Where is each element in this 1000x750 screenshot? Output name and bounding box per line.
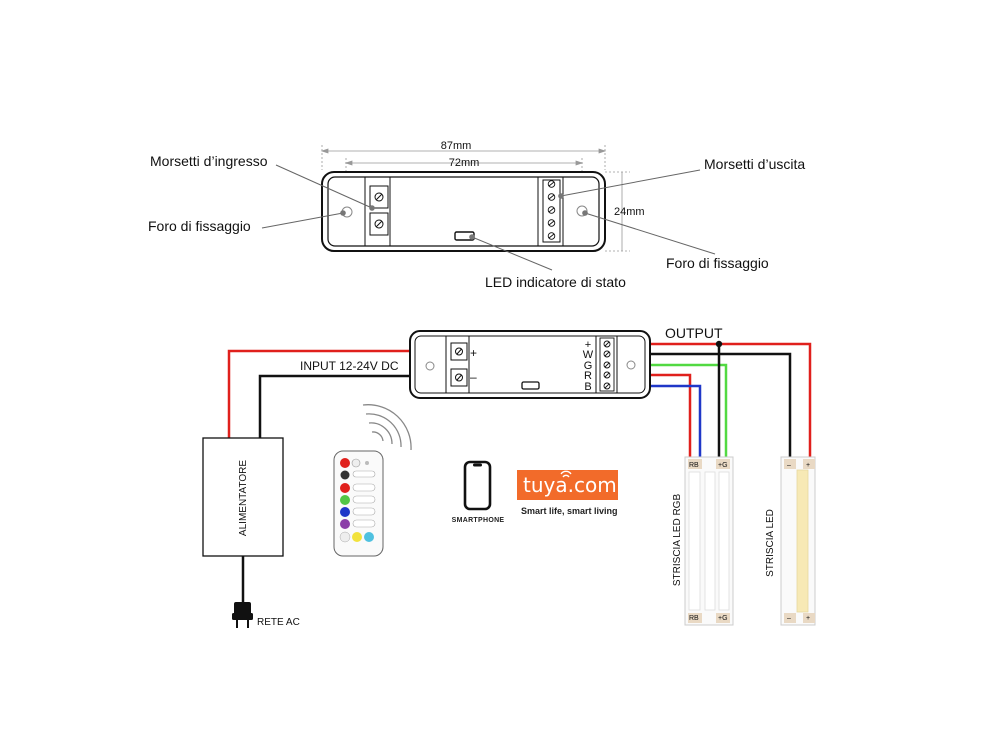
leader-dots xyxy=(340,193,588,240)
leader-lines xyxy=(261,164,716,271)
output-pin-w: W xyxy=(583,349,594,361)
input-voltage-label: INPUT 12-24V DC xyxy=(300,359,399,373)
output-terminal-block-bottom xyxy=(599,337,615,392)
strip-led-pin-plus-top: + xyxy=(806,462,810,469)
strip-rgb-label: STRISCIA LED RGB xyxy=(672,494,683,587)
ac-plug-icon xyxy=(232,602,253,628)
tuya-tagline: Smart life, smart living xyxy=(521,506,618,516)
input-terminal-block xyxy=(369,185,389,236)
controller-inner-outline xyxy=(327,176,600,247)
strip-rgb-pin-left-bottom: RB xyxy=(689,615,699,622)
tuya-logo-text: tuya.com xyxy=(523,473,617,497)
wire-output-positive-led xyxy=(610,342,812,457)
dim-inner-width: 72mm xyxy=(449,157,480,169)
wireless-signal-icon xyxy=(362,404,412,451)
output-pin-r: R xyxy=(584,370,592,382)
input-plus-label: + xyxy=(470,346,477,360)
bottom-wiring-diagram: + – + W G R B OUTPUT INPUT 12-24V DC ALI… xyxy=(202,325,816,628)
wire-junction xyxy=(715,340,723,348)
strip-rgb-pin-right-top: +G xyxy=(718,462,728,469)
led-strip-rgb: RB +G RB +G xyxy=(684,456,734,626)
status-led-bottom xyxy=(521,381,540,390)
label-input-terminals: Morsetti d’ingresso xyxy=(150,153,268,169)
wire-input-negative xyxy=(258,374,452,438)
output-label: OUTPUT xyxy=(665,325,723,341)
smartphone-icon xyxy=(463,460,492,511)
smartphone-label: SMARTPHONE xyxy=(452,517,505,524)
controller-body-bottom xyxy=(409,330,651,399)
output-terminal-block xyxy=(542,179,561,243)
output-pin-plus: + xyxy=(585,339,591,351)
strip-led-label: STRISCIA LED xyxy=(765,509,776,577)
label-output-terminals: Morsetti d’uscita xyxy=(704,156,805,172)
input-minus-label: – xyxy=(470,370,477,384)
label-status-led: LED indicatore di stato xyxy=(485,274,626,290)
output-pin-b: B xyxy=(584,381,591,393)
wire-output-white xyxy=(610,352,792,457)
input-terminal-block-bottom xyxy=(450,342,468,387)
strip-rgb-pin-left-top: RB xyxy=(689,462,699,469)
strip-led-pin-minus-top: – xyxy=(787,462,791,469)
power-supply-box xyxy=(202,437,284,557)
tuya-logo: tuya.com xyxy=(517,470,618,500)
top-dimension-diagram: 87mm 72mm 24mm xyxy=(148,140,805,290)
output-pin-g: G xyxy=(584,360,593,372)
output-pin-labels: + W G R B xyxy=(583,339,594,393)
dimension-lines xyxy=(320,145,630,252)
dim-height: 24mm xyxy=(614,206,645,218)
led-strip-single: – + – + xyxy=(780,456,816,626)
dim-outer-width: 87mm xyxy=(441,140,472,152)
wire-input-positive xyxy=(227,349,452,438)
strip-rgb-pin-right-bottom: +G xyxy=(718,615,728,622)
strip-led-pin-plus-bottom: + xyxy=(806,615,810,622)
remote-control-icon xyxy=(333,450,384,557)
label-mounting-hole-left: Foro di fissaggio xyxy=(148,218,251,234)
mains-label: RETE AC xyxy=(257,617,300,628)
label-mounting-hole-right: Foro di fissaggio xyxy=(666,255,769,271)
power-supply-label: ALIMENTATORE xyxy=(238,460,249,536)
strip-led-pin-minus-bottom: – xyxy=(787,615,791,622)
controller-body-top xyxy=(321,171,606,252)
